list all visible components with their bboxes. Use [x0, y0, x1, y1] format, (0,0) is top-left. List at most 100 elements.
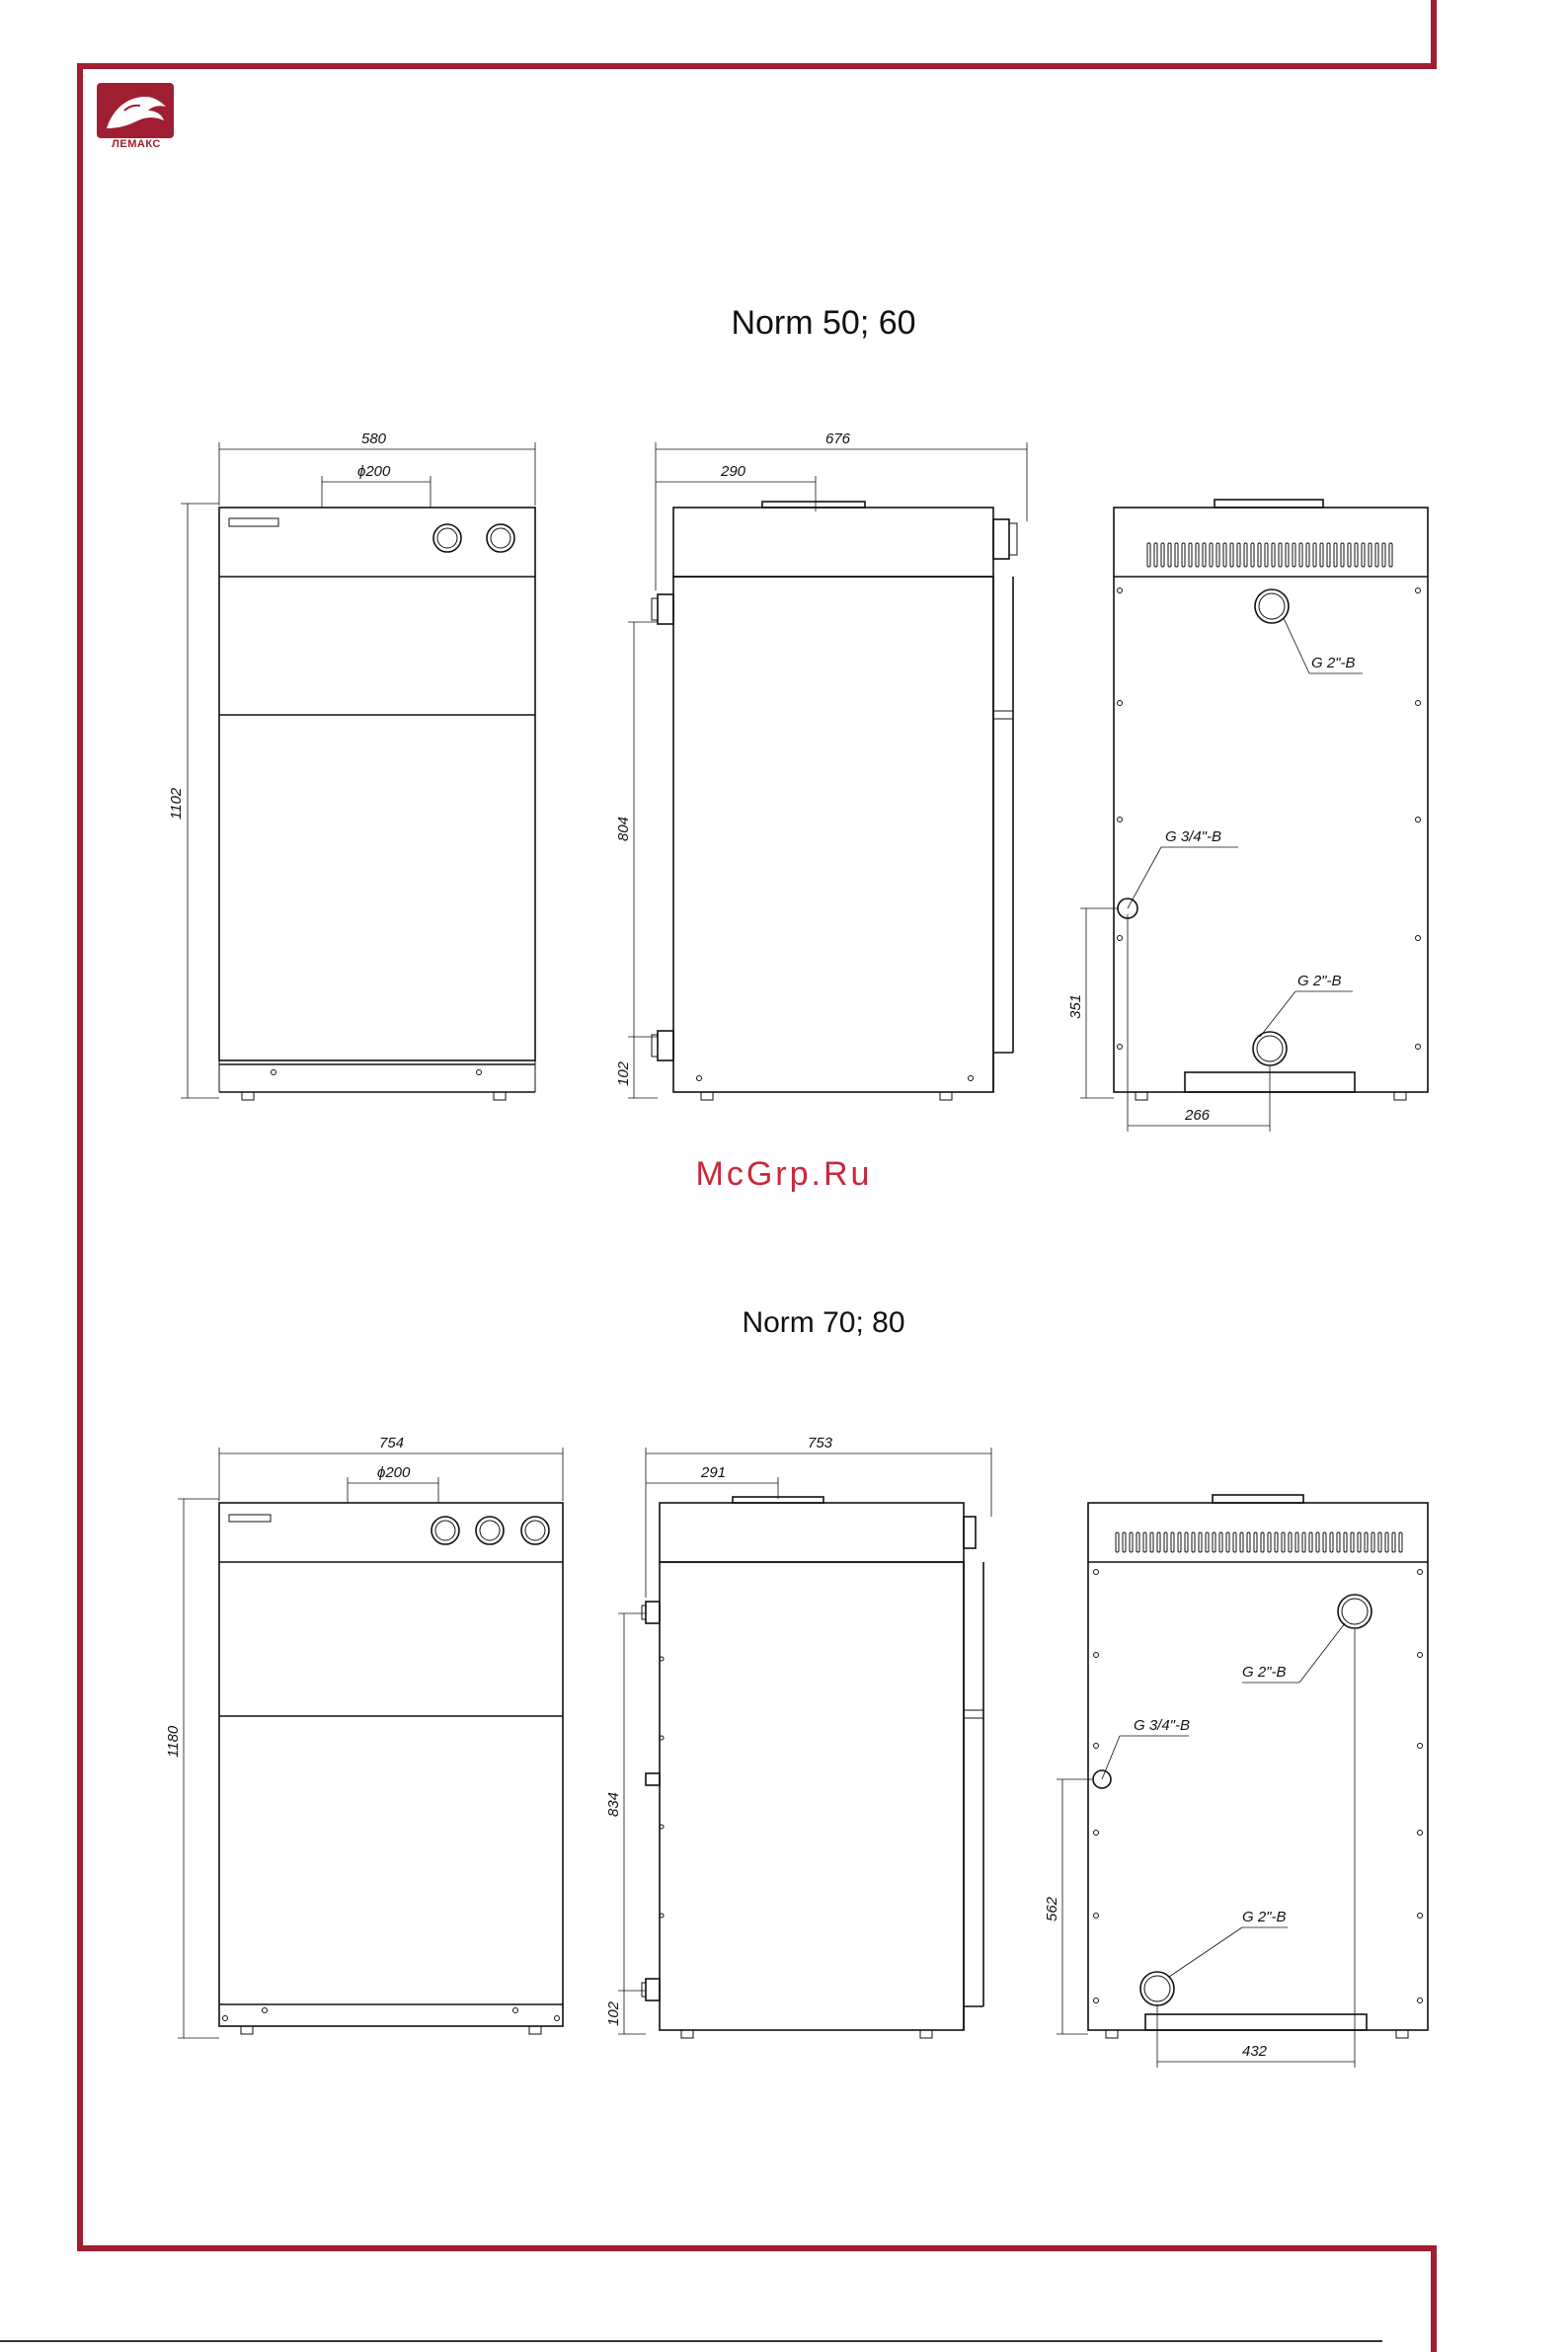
back-view-1 [1080, 500, 1428, 1132]
vent-slot [1389, 543, 1392, 567]
vent-slot [1168, 543, 1171, 567]
vent-slot [1189, 543, 1192, 567]
vent-slot [1244, 543, 1247, 567]
vent-slot [1369, 543, 1372, 567]
vent-slot [1337, 1532, 1340, 1552]
vent-slot [1237, 543, 1240, 567]
back-inlet-label-2: G 2"-B [1242, 1909, 1287, 1925]
vent-slot [1233, 1532, 1236, 1552]
vent-slot [1251, 543, 1254, 567]
vent-slot [1289, 1532, 1292, 1552]
back-drain-height-label-1: 351 [1067, 994, 1084, 1019]
vent-slot [1161, 543, 1164, 567]
vent-slot [1123, 1532, 1126, 1552]
vent-slot [1341, 543, 1344, 567]
vent-slot [1154, 543, 1157, 567]
vent-slot [1375, 543, 1378, 567]
vent-slot [1219, 1532, 1222, 1552]
vent-slot [1286, 543, 1289, 567]
back-outlet-label-2: G 2"-B [1242, 1664, 1287, 1681]
back-inlet-label-1: G 2"-B [1297, 973, 1342, 989]
front-height-label-2: 1180 [165, 1725, 182, 1758]
back-drain-height-label-2: 562 [1044, 1896, 1060, 1921]
vent-slot [1147, 543, 1150, 567]
vent-slot [1196, 543, 1199, 567]
side-bottom-offset-label-2: 102 [605, 2000, 622, 2026]
vent-slot [1210, 543, 1213, 567]
vent-slot [1150, 1532, 1153, 1552]
back-outlet-label-1: G 2"-B [1311, 655, 1356, 671]
front-flue-label-1: ϕ200 [357, 463, 391, 480]
vent-slot [1293, 543, 1295, 567]
side-depth-label-2: 753 [808, 1435, 833, 1451]
vent-slot [1247, 1532, 1250, 1552]
vent-slot [1275, 1532, 1278, 1552]
vent-slot [1199, 1532, 1202, 1552]
vent-slot [1175, 543, 1178, 567]
back-view-2 [1057, 1495, 1428, 2068]
vent-slot [1385, 1532, 1388, 1552]
vent-slot [1358, 1532, 1361, 1552]
side-view-1 [628, 442, 1027, 1100]
vent-slot [1299, 543, 1302, 567]
vent-slot [1185, 1532, 1188, 1552]
vent-slot [1323, 1532, 1326, 1552]
vent-slot [1192, 1532, 1195, 1552]
vent-slot [1327, 543, 1330, 567]
vent-slot [1279, 543, 1282, 567]
front-view-2 [178, 1448, 563, 2038]
vent-slot [1316, 1532, 1319, 1552]
vent-slot [1116, 1532, 1119, 1552]
vent-slot [1295, 1532, 1298, 1552]
vent-slot [1330, 1532, 1333, 1552]
vent-slot [1130, 1532, 1133, 1552]
side-flue-offset-label-1: 290 [720, 463, 746, 480]
side-bottom-offset-label-1: 102 [615, 1060, 632, 1086]
vent-slot [1268, 1532, 1271, 1552]
front-flue-label-2: ϕ200 [377, 1464, 411, 1481]
front-width-label-2: 754 [379, 1435, 404, 1451]
bottom-edge-line [0, 2340, 1382, 2342]
side-depth-label-1: 676 [825, 431, 851, 447]
vent-slot [1306, 543, 1309, 567]
vent-slot [1399, 1532, 1402, 1552]
vent-slot [1344, 1532, 1347, 1552]
vent-slot [1313, 543, 1316, 567]
side-flue-offset-label-2: 291 [700, 1464, 726, 1481]
vent-slot [1258, 543, 1261, 567]
vent-slot [1226, 1532, 1229, 1552]
back-inlet-offset-label-1: 266 [1184, 1107, 1211, 1124]
back-drain-label-2: G 3/4"-B [1134, 1717, 1190, 1734]
vent-slot [1382, 543, 1385, 567]
vent-slot [1372, 1532, 1374, 1552]
back-inlet-offset-label-2: 432 [1242, 2043, 1268, 2060]
vent-slot [1392, 1532, 1395, 1552]
side-pipe-span-label-2: 834 [605, 1792, 622, 1817]
vent-slot [1171, 1532, 1174, 1552]
vent-slot [1261, 1532, 1264, 1552]
front-width-label-1: 580 [361, 431, 387, 447]
vent-slot [1240, 1532, 1243, 1552]
vent-slot [1178, 1532, 1181, 1552]
vent-slot [1137, 1532, 1139, 1552]
vent-slot [1334, 543, 1337, 567]
vent-slot [1143, 1532, 1146, 1552]
vent-slot [1230, 543, 1233, 567]
vent-slot [1272, 543, 1275, 567]
side-view-2 [618, 1448, 991, 2038]
vent-slot [1157, 1532, 1160, 1552]
vent-slot [1378, 1532, 1381, 1552]
vent-slot [1309, 1532, 1312, 1552]
vent-slot [1254, 1532, 1257, 1552]
back-drain-label-1: G 3/4"-B [1165, 828, 1221, 845]
vent-slot [1355, 543, 1358, 567]
front-view-1 [181, 442, 535, 1100]
vent-slot [1213, 1532, 1215, 1552]
vent-slot [1302, 1532, 1305, 1552]
vent-slot [1362, 543, 1365, 567]
vent-slot [1348, 543, 1351, 567]
side-pipe-span-label-1: 804 [615, 817, 632, 841]
vent-slot [1216, 543, 1219, 567]
vent-slot [1265, 543, 1268, 567]
